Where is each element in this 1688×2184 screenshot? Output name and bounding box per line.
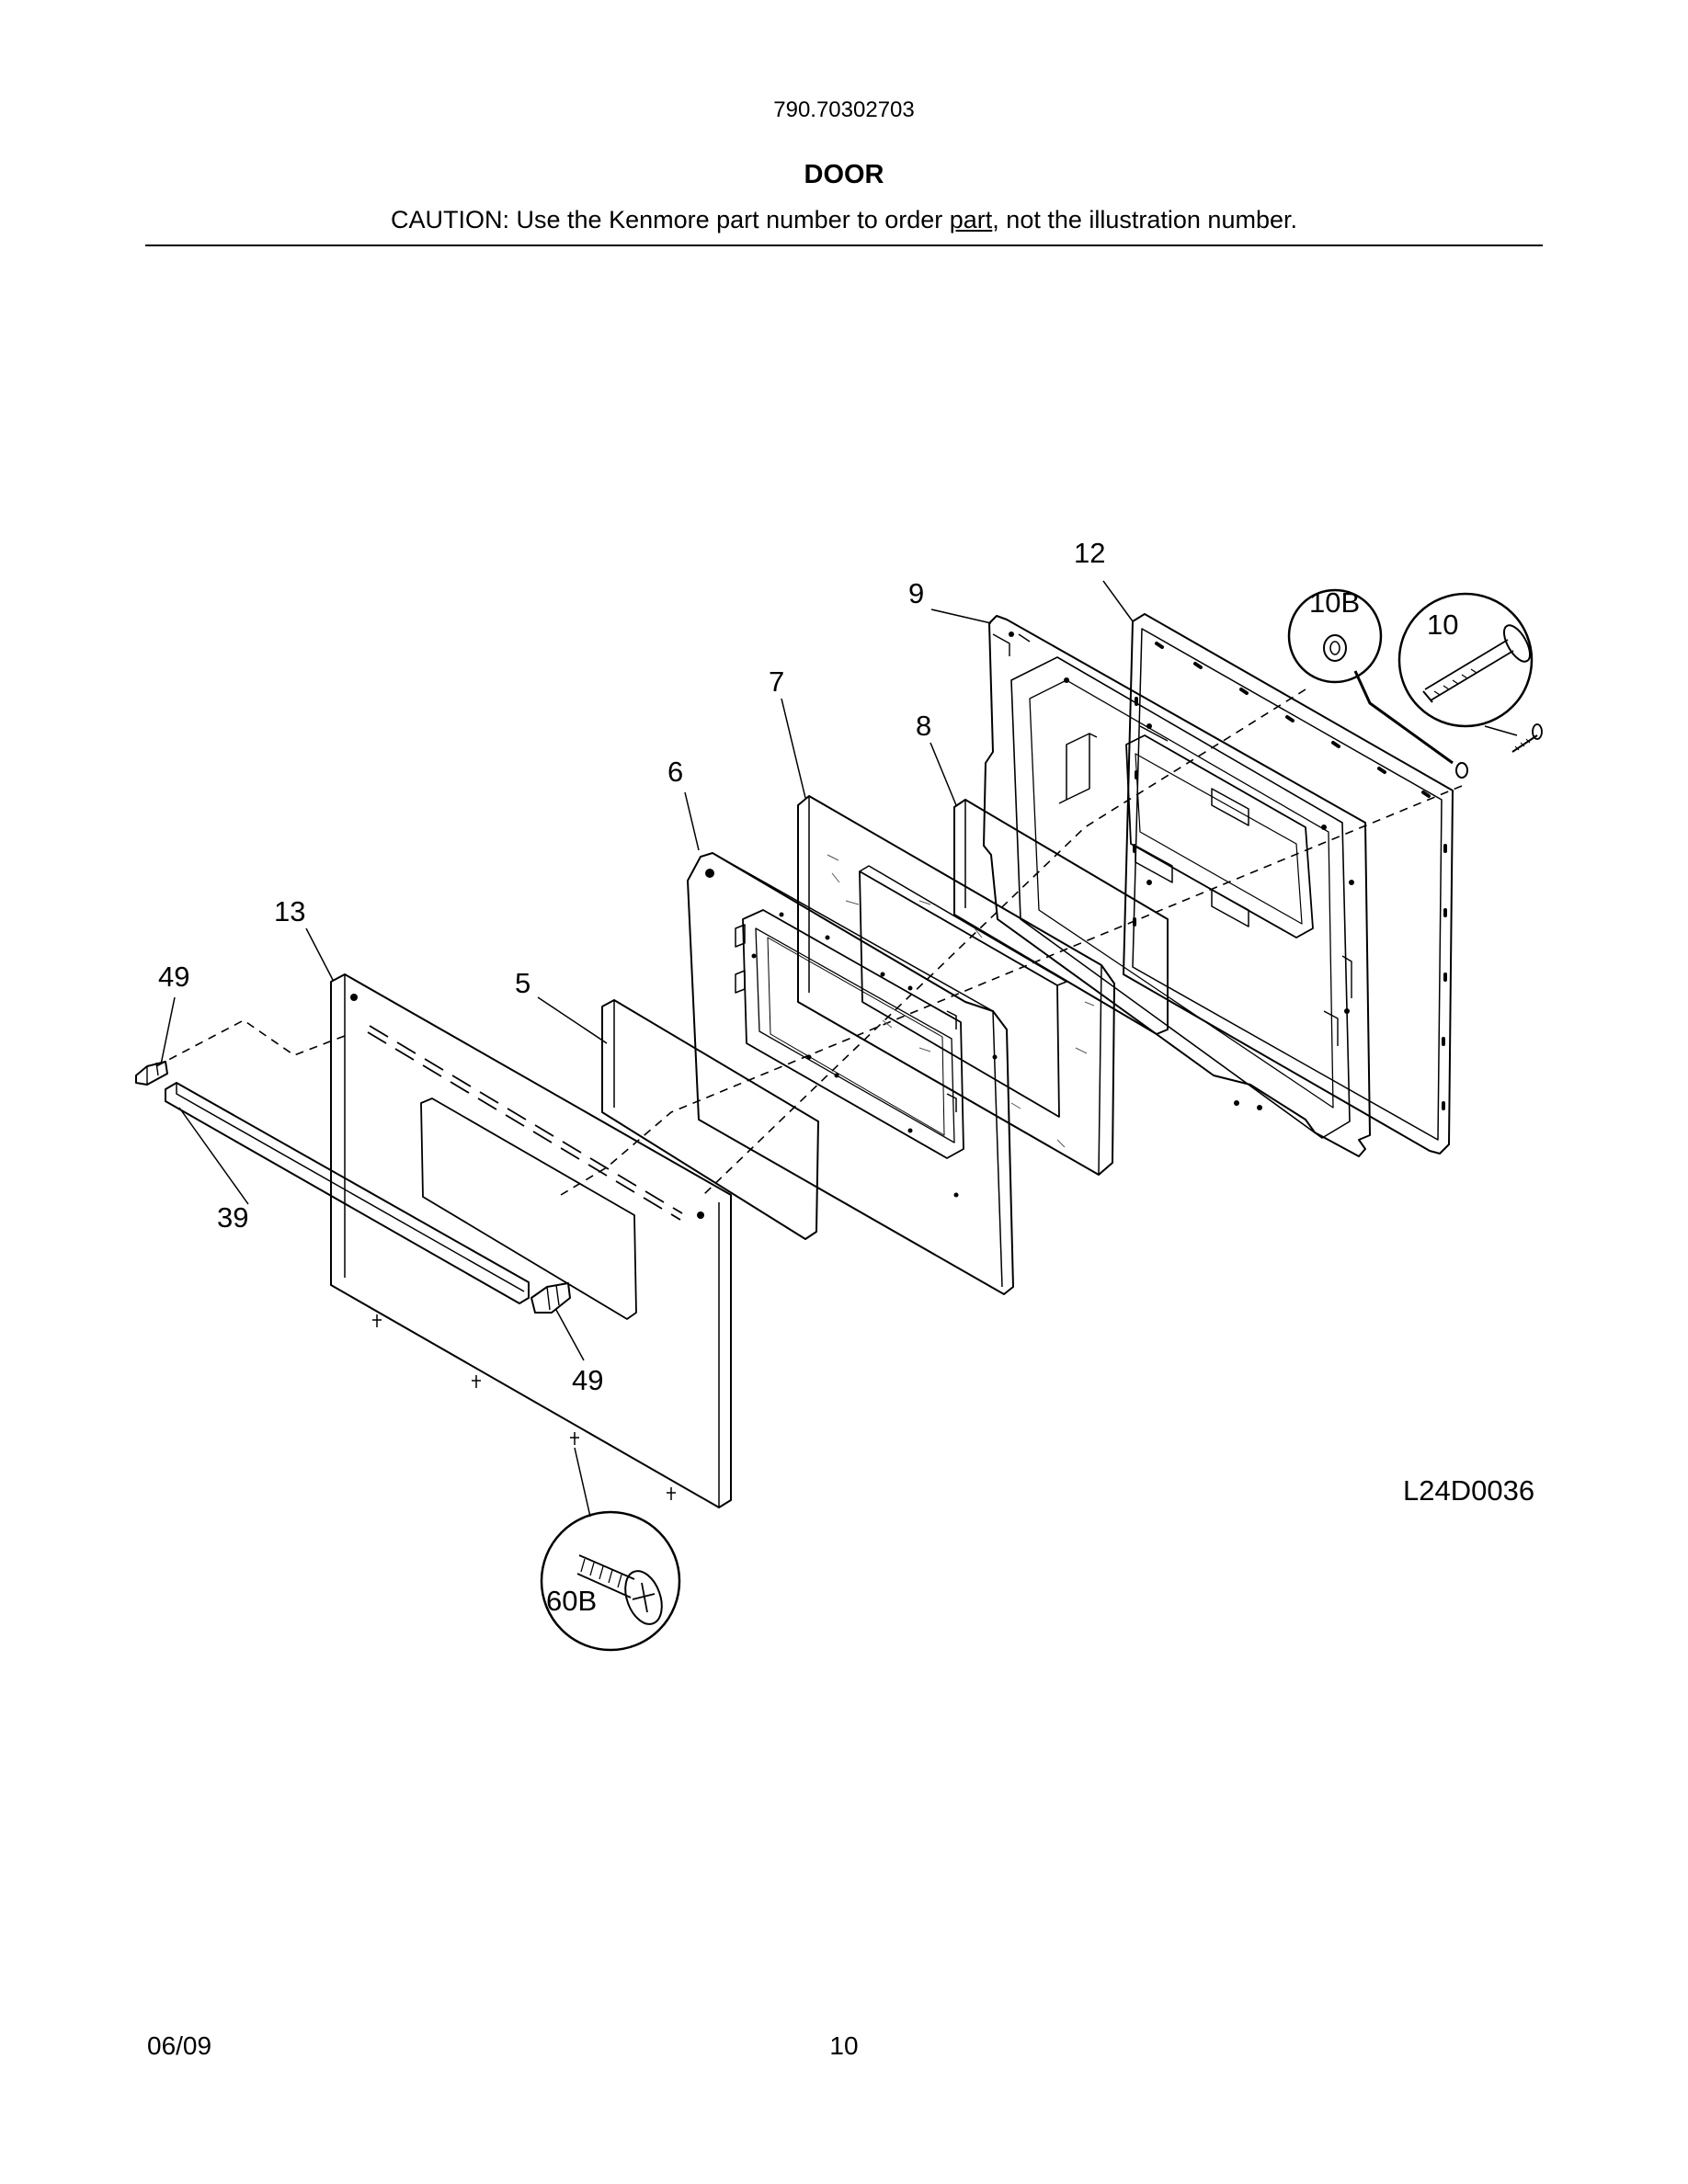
part-6-inner-frame: [687, 852, 1014, 1295]
part-39-trim-strip: [165, 1082, 530, 1304]
callout-49-top: 49: [158, 961, 189, 993]
callout-8: 8: [916, 710, 931, 742]
part-12-gasket: [1123, 613, 1454, 1155]
part-49-end-caps: [135, 1061, 571, 1314]
caution-suffix: , not the illustration number.: [992, 206, 1297, 233]
part-13-outer-panel: [330, 973, 732, 1508]
part-7-insulation: [797, 795, 1115, 1176]
callout-9: 9: [908, 577, 924, 609]
callout-10: 10: [1427, 609, 1458, 641]
section-title: DOOR: [804, 160, 884, 189]
part-10b-washer-detail: [1287, 588, 1468, 779]
callout-labels: 12 9 10B 10 7 8 6 13 49 5 39 49 60B L24D…: [158, 537, 1534, 1617]
footer-date: 06/09: [147, 2031, 212, 2060]
callout-60b: 60B: [546, 1585, 597, 1617]
part-9-inner-liner: [983, 615, 1371, 1157]
drawing-id: L24D0036: [1403, 1474, 1534, 1507]
callout-7: 7: [769, 665, 784, 698]
callout-5: 5: [515, 967, 530, 999]
callout-12: 12: [1074, 537, 1105, 569]
callout-leader-lines: [160, 580, 1134, 1518]
part-8-glass-panel: [953, 799, 1169, 1035]
assembly-axis-lines: [155, 688, 1463, 1196]
model-number: 790.70302703: [773, 97, 915, 122]
callout-6: 6: [667, 756, 683, 788]
callout-39: 39: [217, 1201, 248, 1234]
part-10-bolt-detail: [1397, 592, 1543, 753]
footer-page-number: 10: [829, 2031, 859, 2060]
part-5-glass-panel: [601, 999, 819, 1240]
caution-prefix: CAUTION: Use the Kenmore part number to …: [391, 206, 950, 233]
caution-note: CAUTION: Use the Kenmore part number to …: [0, 206, 1688, 234]
caution-underlined-word: part: [949, 206, 993, 233]
part-60b-screw-detail: [540, 1510, 681, 1652]
callout-10b: 10B: [1309, 586, 1360, 619]
callout-49-bottom: 49: [572, 1364, 603, 1396]
header-rule: [145, 245, 1543, 246]
callout-13: 13: [274, 895, 305, 927]
